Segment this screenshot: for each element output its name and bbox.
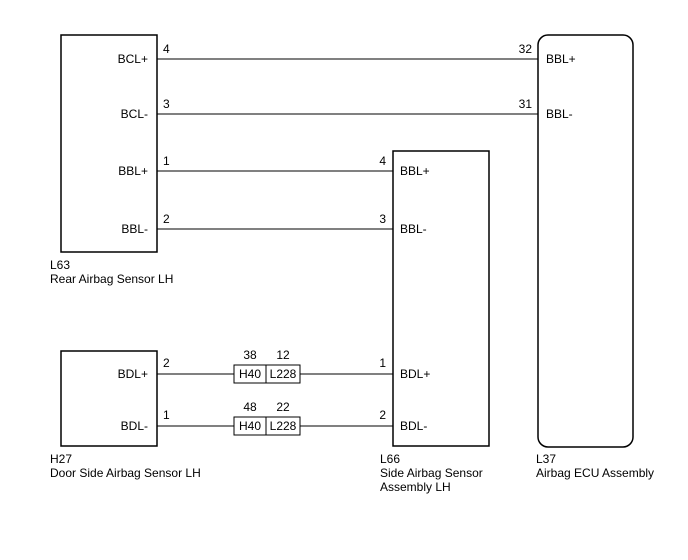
terminal-label: BCL-	[121, 107, 148, 121]
component-name: Assembly LH	[380, 480, 451, 494]
component-name: Rear Airbag Sensor LH	[50, 272, 173, 286]
terminal-label: BBL-	[546, 107, 573, 121]
junction-pin: 12	[276, 348, 290, 362]
terminal-label: BBL+	[118, 164, 148, 178]
component-code: L66	[380, 452, 400, 466]
rear-airbag-sensor-box	[60, 34, 158, 253]
component-code: H27	[50, 452, 72, 466]
terminal-label: BDL+	[118, 367, 148, 381]
junction-name: H40	[239, 367, 261, 381]
pin-number: 32	[519, 42, 533, 56]
door-side-airbag-sensor-box	[60, 350, 158, 447]
pin-number: 3	[379, 212, 386, 226]
junction-connector-l228	[265, 364, 301, 384]
pin-number: 3	[163, 97, 170, 111]
terminal-label: BBL+	[546, 52, 576, 66]
terminal-label: BBL-	[121, 222, 148, 236]
junction-name: L228	[270, 367, 297, 381]
junction-connector-l228	[265, 416, 301, 436]
junction-pin: 22	[276, 400, 290, 414]
terminal-label: BBL-	[400, 222, 427, 236]
junction-pin: 38	[243, 348, 257, 362]
component-name: Door Side Airbag Sensor LH	[50, 466, 201, 480]
component-name: Side Airbag Sensor	[380, 466, 483, 480]
terminal-label: BDL-	[400, 419, 427, 433]
terminal-label: BCL+	[118, 52, 148, 66]
component-name: Airbag ECU Assembly	[536, 466, 654, 480]
pin-number: 1	[163, 154, 170, 168]
pin-number: 2	[379, 408, 386, 422]
pin-number: 2	[163, 212, 170, 226]
junction-pin: 48	[243, 400, 257, 414]
pin-number: 4	[163, 42, 170, 56]
pin-number: 2	[163, 356, 170, 370]
pin-number: 31	[519, 97, 533, 111]
component-code: L37	[536, 452, 556, 466]
terminal-label: BDL+	[400, 367, 430, 381]
junction-name: L228	[270, 419, 297, 433]
terminal-label: BBL+	[400, 164, 430, 178]
terminal-label: BDL-	[121, 419, 148, 433]
pin-number: 4	[379, 154, 386, 168]
junction-name: H40	[239, 419, 261, 433]
component-code: L63	[50, 258, 70, 272]
side-airbag-sensor-assembly-box	[392, 150, 490, 447]
pin-number: 1	[379, 356, 386, 370]
pin-number: 1	[163, 408, 170, 422]
airbag-ecu-box	[537, 34, 634, 448]
